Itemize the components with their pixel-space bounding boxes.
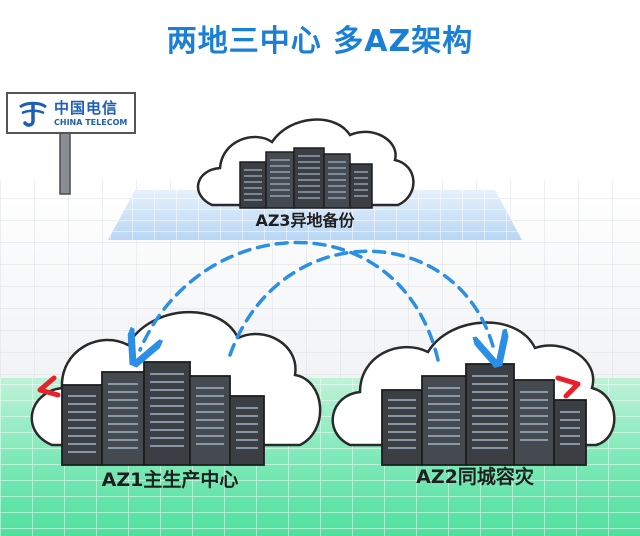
brand-name-cn: 中国电信 bbox=[54, 99, 119, 117]
page-title: 两地三中心 多AZ架构 bbox=[166, 24, 474, 59]
az2-red-mark bbox=[555, 375, 581, 399]
china-telecom-logo-icon bbox=[19, 101, 47, 127]
brand-name-en: CHINA TELECOM bbox=[54, 118, 128, 127]
az1-label: AZ1主生产中心 bbox=[101, 469, 239, 491]
az1-server-rack bbox=[61, 361, 265, 466]
az1-red-mark bbox=[37, 375, 61, 398]
arrow-az1-to-az2 bbox=[228, 249, 494, 355]
arrow-az2-to-az1 bbox=[140, 240, 440, 361]
brand-billboard: 中国电信 CHINA TELECOM bbox=[6, 92, 136, 134]
replication-arrows bbox=[140, 240, 494, 361]
billboard-post bbox=[59, 131, 71, 195]
az3-label: AZ3异地备份 bbox=[255, 211, 355, 230]
az2-label: AZ2同城容灾 bbox=[416, 466, 534, 488]
az2-server-rack bbox=[381, 363, 587, 466]
az3-server-rack bbox=[239, 147, 373, 209]
